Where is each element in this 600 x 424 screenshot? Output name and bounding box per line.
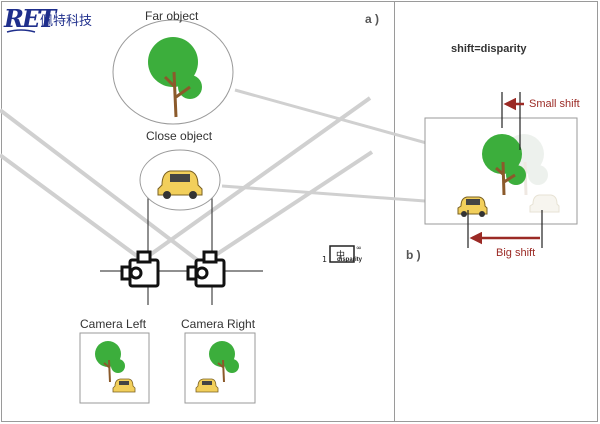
panel-b-label: b )	[406, 248, 421, 262]
svg-text:中: 中	[336, 249, 345, 261]
panel-a-label: a )	[365, 12, 380, 26]
big-shift-label: Big shift	[496, 247, 536, 259]
sight-line	[0, 108, 202, 264]
close-object-label: Close object	[146, 129, 213, 143]
formula-icon: 中 1 ∞	[322, 244, 362, 264]
panel-b-frame	[394, 1, 598, 422]
ghost-car-icon	[529, 194, 560, 213]
far-object-label: Far object	[145, 9, 199, 23]
logo-company-name: 佩特科技	[40, 14, 93, 29]
logo-mark: RET	[4, 4, 56, 33]
tree-icon	[148, 37, 202, 118]
svg-text:∞: ∞	[356, 244, 362, 252]
tree-icon	[209, 341, 239, 383]
camera-icon	[120, 250, 160, 288]
tree-icon	[95, 341, 125, 383]
camera-right-label: Camera Right	[181, 317, 256, 331]
car-icon	[457, 196, 488, 217]
tree-icon	[482, 134, 526, 196]
car-icon	[157, 170, 203, 199]
sight-line	[0, 153, 147, 264]
sight-lines	[0, 96, 374, 264]
formula-icon-text: disparity	[337, 257, 363, 263]
camera-icon	[186, 250, 226, 288]
car-icon	[112, 378, 136, 393]
sight-line	[138, 96, 372, 264]
panel-b-title: shift=disparity	[451, 43, 527, 55]
car-icon	[195, 378, 219, 393]
close-projection-arrow	[221, 184, 457, 213]
small-shift-label: Small shift	[529, 98, 580, 110]
logo-swoosh-icon	[6, 29, 36, 33]
camera-left-label: Camera Left	[80, 317, 147, 331]
company-logo: RET 佩特科技	[4, 4, 114, 34]
svg-text:1: 1	[322, 255, 327, 264]
sight-line	[203, 150, 374, 264]
